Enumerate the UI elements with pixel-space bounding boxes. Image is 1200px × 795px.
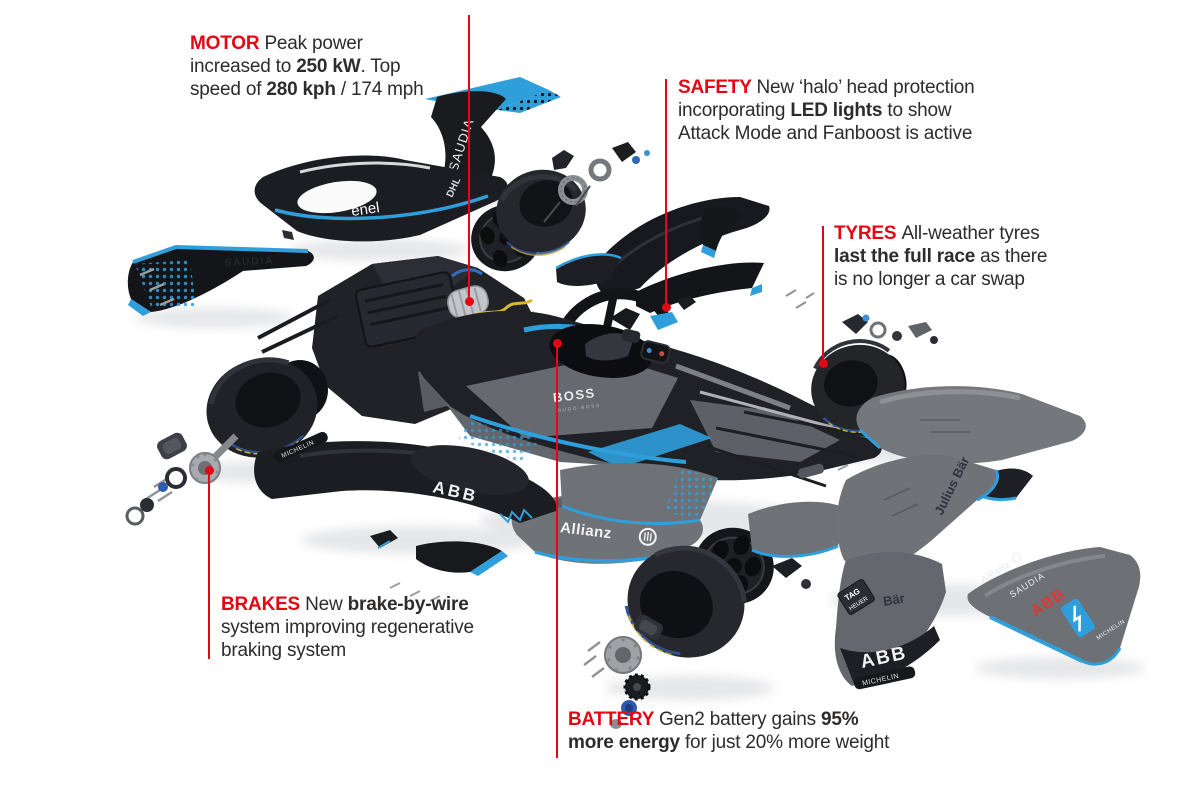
text-run: LED lights: [790, 100, 883, 121]
rear-left-wheel-part: [583, 527, 774, 729]
text-run: more energy: [568, 732, 680, 753]
formula-e-badge-icon: [1060, 598, 1096, 638]
front-wing-nose-part: ABB MICHELIN: [254, 431, 718, 602]
text-run: to show: [882, 100, 952, 121]
text-run: 280 kph: [266, 79, 336, 100]
allianz-logo: Allianz: [559, 519, 613, 542]
brakes-label: BRAKES: [221, 594, 306, 615]
text-run: system improving regenerative: [221, 617, 474, 638]
text-run: brake-by-wire: [347, 594, 469, 615]
safety-annotation: SAFETY New ‘halo’ head protection incorp…: [678, 76, 975, 145]
text-run: . Top: [360, 56, 401, 77]
motor-anchor-dot: [465, 297, 474, 306]
annotation-line: BATTERY Gen2 battery gains 95%: [568, 708, 889, 731]
annotation-line: is no longer a car swap: [834, 268, 1047, 291]
text-run: All-weather tyres: [901, 223, 1040, 244]
nose-cone-piece: Allianz SAUDIA ABB MICHELIN: [967, 547, 1141, 666]
main-body-part: BOSS HUGO BOSS: [413, 308, 894, 488]
windscreen-part: [555, 253, 622, 286]
driver-seat: [585, 333, 634, 361]
text-run: 250 kW: [296, 56, 361, 77]
text-run: braking system: [221, 640, 346, 661]
tag-heuer-logo: TAG HEUER: [837, 579, 875, 615]
text-run: increased to: [190, 56, 297, 77]
text-run: speed of: [190, 79, 267, 100]
annotation-line: incorporating LED lights to show: [678, 99, 975, 122]
tyres-leader-line: [822, 226, 824, 364]
enel-logo: enel: [350, 199, 380, 220]
steering-wheel: [640, 340, 671, 365]
abb-endplate-piece: TAG HEUER Bär ABB MICHELIN: [834, 552, 946, 690]
engine-cover-part: enel DHL: [254, 155, 508, 242]
text-run: 95%: [820, 709, 859, 730]
annotation-line: more energy for just 20% more weight: [568, 731, 889, 754]
saudia-logo: SAUDIA: [225, 255, 275, 269]
battery-anchor-dot: [553, 339, 562, 348]
text-run: is no longer a car swap: [834, 269, 1025, 290]
text-run: for just 20% more weight: [679, 732, 890, 753]
tyres-label: TYRES: [834, 223, 902, 244]
winglet-right-part: [700, 205, 741, 258]
text-run: last the full race: [834, 246, 976, 267]
brakes-annotation: BRAKES New brake-by-wire system improvin…: [221, 593, 474, 662]
tyres-anchor-dot: [819, 359, 828, 368]
annotation-line: TYRES All-weather tyres: [834, 222, 1047, 245]
text-run: / 174 mph: [335, 79, 424, 100]
text-run: as there: [975, 246, 1048, 267]
hugo-boss-logo: HUGO BOSS: [557, 403, 601, 413]
text-run: Gen2 battery gains: [658, 709, 821, 730]
battery-label: BATTERY: [568, 709, 659, 730]
text-run: New ‘halo’ head protection: [756, 77, 975, 98]
annotation-line: last the full race as there: [834, 245, 1047, 268]
motor-label: MOTOR: [190, 33, 265, 54]
text-run: incorporating: [678, 100, 791, 121]
brakes-anchor-dot: [205, 466, 214, 475]
baer-logo: Bär: [882, 590, 906, 609]
annotation-line: MOTOR Peak power: [190, 32, 424, 55]
text-run: Peak power: [264, 33, 363, 54]
motor-leader-line: [468, 15, 470, 301]
boss-logo: BOSS: [552, 385, 596, 405]
front-wing-left-part: SAUDIA: [127, 230, 314, 316]
text-run: New: [305, 594, 348, 615]
tyres-annotation: TYRES All-weather tyres last the full ra…: [834, 222, 1047, 291]
battery-leader-line: [556, 342, 558, 758]
annotation-line: Attack Mode and Fanboost is active: [678, 122, 975, 145]
battery-annotation: BATTERY Gen2 battery gains 95% more ener…: [568, 708, 889, 754]
rear-grey-wing-part: [748, 501, 846, 558]
motor-annotation: MOTOR Peak power increased to 250 kW. To…: [190, 32, 424, 101]
bolt-marks: [139, 267, 175, 307]
annotation-line: SAFETY New ‘halo’ head protection: [678, 76, 975, 99]
safety-leader-line: [665, 79, 667, 308]
front-left-wheel-part: [125, 357, 328, 526]
allianz-emblem-icon: [638, 527, 657, 546]
annotation-line: increased to 250 kW. Top: [190, 55, 424, 78]
annotation-line: BRAKES New brake-by-wire: [221, 593, 474, 616]
annotation-line: system improving regenerative: [221, 616, 474, 639]
brakes-leader-line: [208, 469, 210, 659]
annotation-line: braking system: [221, 639, 474, 662]
safety-anchor-dot: [662, 303, 671, 312]
text-run: Attack Mode and Fanboost is active: [678, 123, 973, 144]
annotation-line: speed of 280 kph / 174 mph: [190, 78, 424, 101]
halo-part: [556, 288, 696, 338]
safety-label: SAFETY: [678, 77, 757, 98]
brake-cluster-top-part: [543, 142, 650, 223]
julius-baer-piece: Julius Bär: [836, 454, 999, 576]
